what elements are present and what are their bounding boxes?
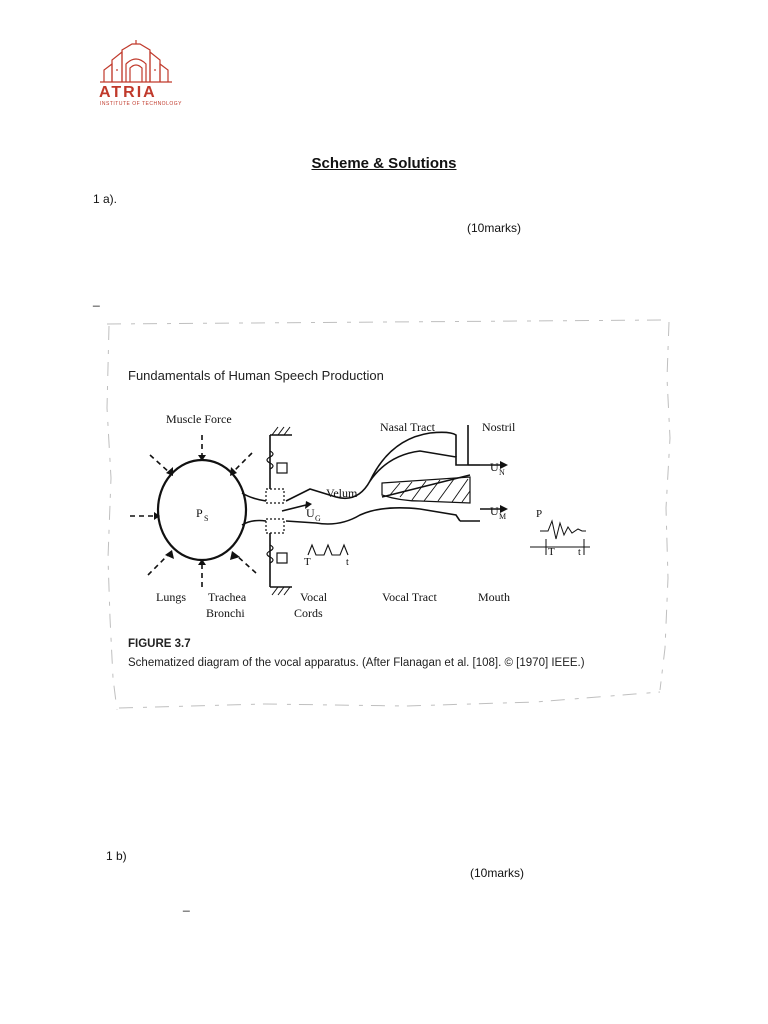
label-bronchi: Bronchi <box>206 606 245 620</box>
question-1b-label: 1 b) <box>106 849 127 863</box>
vocal-apparatus-diagram: Muscle Force Nasal Tract Nostril P S Vel… <box>130 412 590 620</box>
label-um: U <box>490 504 499 518</box>
label-un-sub: N <box>499 468 505 477</box>
figure-heading: Fundamentals of Human Speech Production <box>128 368 384 383</box>
label-velum: Velum <box>326 486 358 500</box>
label-ug: U <box>306 506 315 520</box>
label-um-sub: M <box>499 512 506 521</box>
label-vocal: Vocal <box>300 590 328 604</box>
atria-logo-emblem <box>100 40 172 83</box>
question-1a-marks: (10marks) <box>467 221 522 235</box>
label-lungs: Lungs <box>156 590 186 604</box>
label-cords: Cords <box>294 606 323 620</box>
logo-subtext: INSTITUTE OF TECHNOLOGY <box>100 101 182 107</box>
label-ps: P <box>196 506 203 520</box>
label-mouth: Mouth <box>478 590 510 604</box>
question-1b-dash: _ <box>183 898 190 912</box>
label-period-t2: T <box>548 546 555 558</box>
question-1a-dash: _ <box>93 293 100 307</box>
label-ps-sub: S <box>204 514 208 523</box>
label-period-t1: T <box>304 556 311 568</box>
figure-frame <box>106 319 671 710</box>
question-1a-label: 1 a). <box>93 192 118 206</box>
question-1b-marks: (10marks) <box>470 866 525 880</box>
label-vocal-tract: Vocal Tract <box>382 590 437 604</box>
label-time-t1: t <box>346 557 349 568</box>
label-nasal-tract: Nasal Tract <box>380 420 436 434</box>
figure-caption: Schematized diagram of the vocal apparat… <box>128 657 585 669</box>
page-title: Scheme & Solutions <box>311 155 457 172</box>
label-trachea: Trachea <box>208 590 247 604</box>
logo-wordmark: ATRIA <box>99 84 157 101</box>
label-muscle-force: Muscle Force <box>166 412 232 426</box>
label-ug-sub: G <box>315 514 321 523</box>
figure-number: FIGURE 3.7 <box>128 638 191 650</box>
label-nostril: Nostril <box>482 420 516 434</box>
label-pressure-p: P <box>536 508 542 520</box>
label-un: U <box>490 460 499 474</box>
label-time-t2: t <box>578 547 581 558</box>
